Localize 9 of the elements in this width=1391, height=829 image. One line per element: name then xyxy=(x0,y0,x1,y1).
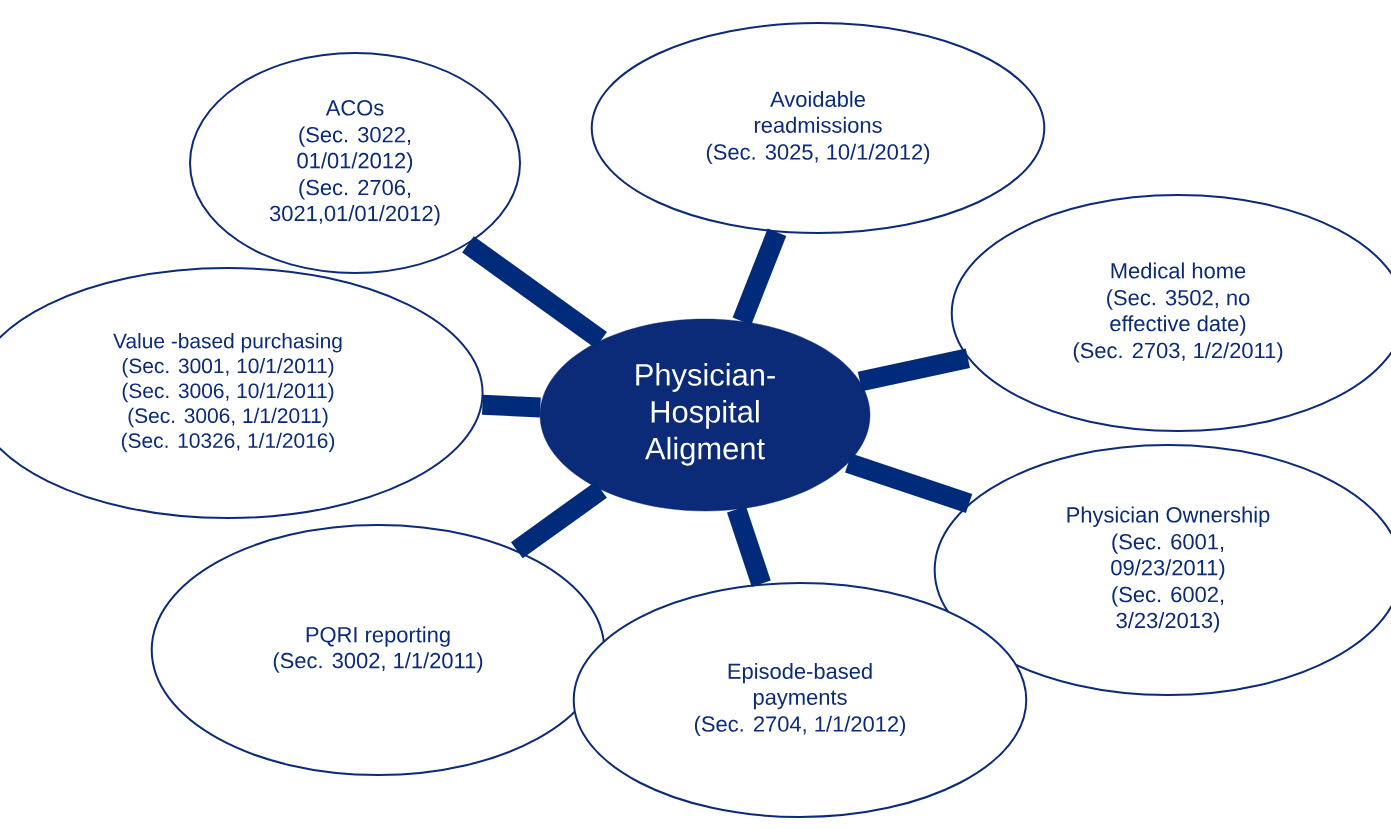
node-label: Episode-based payments xyxy=(728,662,872,710)
connector-bar xyxy=(511,481,607,559)
connector-bar xyxy=(727,506,771,587)
node-label: (Sec. 2704, 1/1/2012) xyxy=(694,715,906,737)
connector-bar xyxy=(482,394,541,418)
connector-bar xyxy=(845,453,973,513)
connector-bar xyxy=(857,348,970,392)
connector-bar xyxy=(732,228,787,325)
connector-bar xyxy=(462,236,607,349)
